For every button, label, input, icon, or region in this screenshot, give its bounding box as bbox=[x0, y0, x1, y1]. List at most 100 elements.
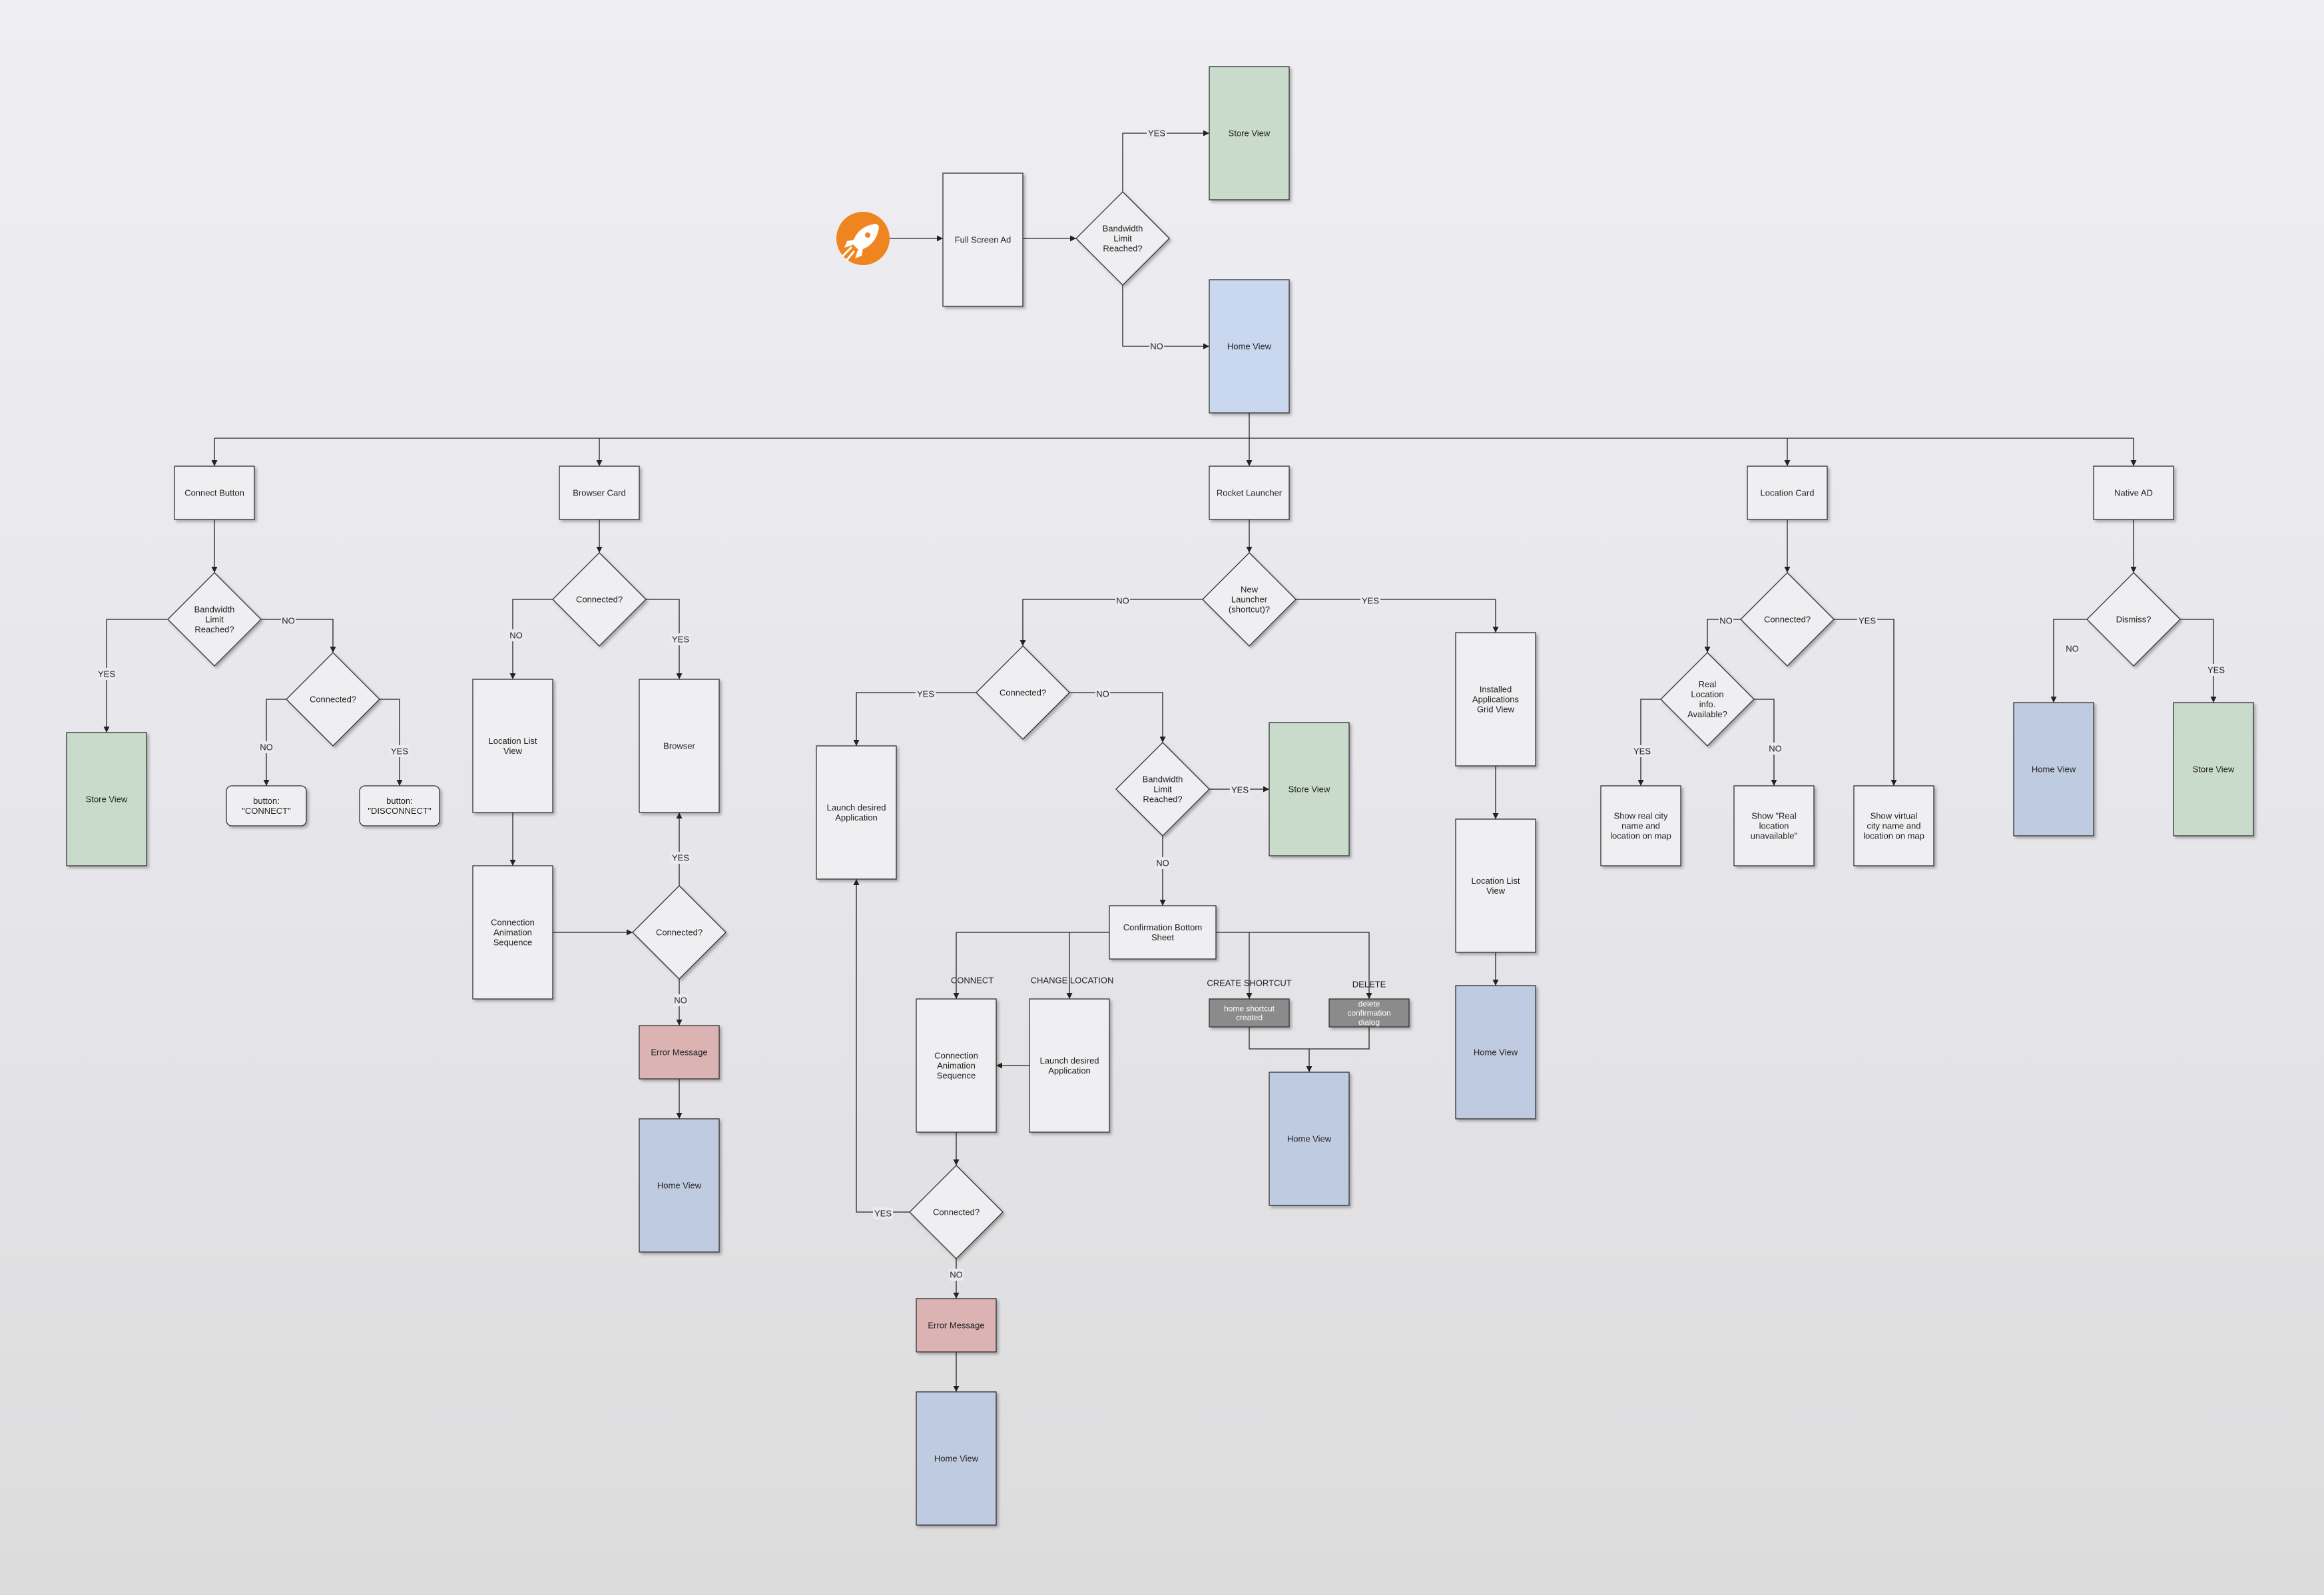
na-home-view[interactable]: Home View bbox=[2013, 702, 2094, 836]
label-cb-no: NO bbox=[280, 615, 296, 627]
label-bc-yes-text: YES bbox=[672, 635, 689, 645]
cb-store-view-shape bbox=[66, 732, 147, 866]
full-screen-ad[interactable]: Full Screen Ad bbox=[942, 172, 1023, 307]
label-rl-no: NO bbox=[1115, 595, 1131, 607]
native-ad-node[interactable]: Native AD bbox=[2093, 466, 2174, 520]
rl-error[interactable]: Error Message bbox=[916, 1298, 997, 1353]
rl-home-view-bottom-label: Home View bbox=[934, 1454, 979, 1464]
label-rl-no-confirm-text: NO bbox=[1156, 858, 1169, 868]
label-na-no-text: NO bbox=[2066, 644, 2079, 654]
rl-home-view-mid-label: Home View bbox=[1287, 1134, 1332, 1144]
rl-home-view-right[interactable]: Home View bbox=[1455, 985, 1536, 1119]
bc-connected-decision[interactable]: Connected? bbox=[552, 552, 647, 647]
label-rl-connect-text: CONNECT bbox=[951, 976, 994, 986]
bc-browser[interactable]: Browser bbox=[639, 679, 720, 813]
na-dismiss-decision-label: Dismiss? bbox=[2116, 615, 2152, 625]
lc-connected-decision[interactable]: Connected? bbox=[1740, 572, 1835, 667]
label-na-no: NO bbox=[2064, 643, 2080, 655]
top-store-view[interactable]: Store View bbox=[1209, 66, 1290, 200]
bc-error[interactable]: Error Message bbox=[639, 1025, 720, 1080]
bc-home-view-label: Home View bbox=[657, 1181, 702, 1191]
edge-lc-real-no bbox=[1754, 699, 1777, 786]
rl-error-shape bbox=[916, 1298, 997, 1353]
rl-home-view-bottom[interactable]: Home View bbox=[916, 1391, 997, 1526]
na-home-view-label: Home View bbox=[2032, 765, 2076, 775]
rl-connected-decision-2[interactable]: Connected? bbox=[909, 1165, 1004, 1259]
label-cb-no-btn-bg bbox=[258, 741, 274, 753]
label-rl-connect: CONNECT bbox=[951, 976, 994, 986]
browser-card-node[interactable]: Browser Card bbox=[559, 466, 640, 520]
label-rl-create: CREATE SHORTCUT bbox=[1207, 978, 1291, 988]
label-lc-no: NO bbox=[1718, 615, 1734, 627]
cb-btn-connect[interactable]: button:"CONNECT" bbox=[226, 785, 307, 826]
label-rl-yes-text: YES bbox=[1362, 596, 1379, 606]
label-bc-yes: YES bbox=[670, 633, 691, 645]
na-store-view-shape bbox=[2173, 702, 2254, 836]
label-bc-no-bg bbox=[508, 629, 524, 641]
edge-rl-confirm-bus bbox=[953, 932, 1109, 999]
edge-bc-no bbox=[509, 599, 553, 679]
label-bc-no-text: NO bbox=[509, 631, 523, 641]
top-home-view[interactable]: Home View bbox=[1209, 279, 1290, 414]
na-store-view[interactable]: Store View bbox=[2173, 702, 2254, 836]
rl-connected-decision[interactable]: Connected? bbox=[976, 645, 1070, 740]
rocket-icon[interactable] bbox=[836, 212, 890, 265]
rl-new-launcher-decision-shape bbox=[1202, 552, 1297, 647]
connect-button-node[interactable]: Connect Button bbox=[174, 466, 255, 520]
rl-launch-app-2-shape bbox=[1029, 998, 1110, 1133]
label-top-no: NO bbox=[1149, 340, 1165, 352]
rocket-launcher-node-label: Rocket Launcher bbox=[1217, 488, 1283, 498]
edge-cb-no bbox=[261, 619, 336, 653]
label-na-yes: YES bbox=[2205, 664, 2227, 676]
rl-home-view-mid[interactable]: Home View bbox=[1269, 1072, 1350, 1206]
location-card-node[interactable]: Location Card bbox=[1747, 466, 1828, 520]
rocket-launcher-node[interactable]: Rocket Launcher bbox=[1209, 466, 1290, 520]
edge-decision-no bbox=[1122, 285, 1209, 350]
top-store-view-shape bbox=[1209, 66, 1290, 200]
cb-store-view[interactable]: Store View bbox=[66, 732, 147, 866]
cb-connected-decision[interactable]: Connected? bbox=[286, 652, 380, 747]
rocket-launcher-node-shape bbox=[1209, 466, 1290, 520]
rl-store-view[interactable]: Store View bbox=[1269, 722, 1350, 856]
label-top-yes-bg bbox=[1146, 127, 1167, 139]
label-rl-delete: DELETE bbox=[1352, 980, 1386, 990]
edge-rl-yes bbox=[1296, 599, 1499, 633]
label-rl-no-error-text: NO bbox=[950, 1270, 963, 1280]
edge-rl-shortcut-join bbox=[1249, 1027, 1370, 1050]
bc-connected-decision-2[interactable]: Connected? bbox=[632, 885, 726, 980]
label-top-yes-text: YES bbox=[1148, 129, 1165, 139]
rl-store-view-shape bbox=[1269, 722, 1350, 856]
edge-rl-connected-no bbox=[1069, 692, 1166, 743]
connect-button-node-shape bbox=[174, 466, 255, 520]
cb-btn-disconnect[interactable]: button:"DISCONNECT" bbox=[359, 785, 440, 826]
bc-home-view[interactable]: Home View bbox=[639, 1118, 720, 1253]
cb-bandwidth-decision-shape bbox=[167, 572, 262, 667]
label-rl-yes-loop-text: YES bbox=[874, 1209, 892, 1219]
na-dismiss-decision[interactable]: Dismiss? bbox=[2086, 572, 2181, 667]
